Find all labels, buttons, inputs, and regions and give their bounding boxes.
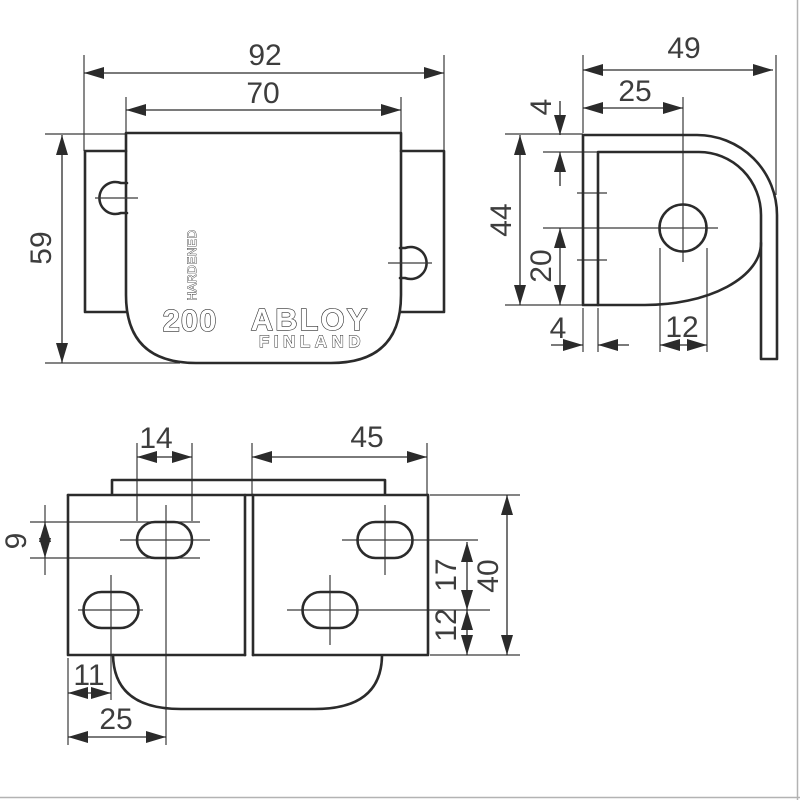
model-number: 200	[163, 303, 218, 338]
top-strip-edge	[110, 478, 387, 496]
hardened-stamp: HARDENED	[185, 229, 199, 300]
right-plate-edge	[251, 493, 430, 657]
slot-hole-lower-right	[301, 590, 359, 630]
dim-bottom-slot-height: 9	[0, 533, 33, 550]
dim-bottom-plate-depth: 40	[472, 559, 505, 592]
dim-side-bottom-thickness: 4	[550, 312, 567, 345]
side-view: 49 25 4 44 20 4 12	[485, 32, 779, 361]
body-bottom-outline	[111, 653, 384, 711]
back-plate-left	[83, 149, 128, 314]
dim-bottom-lower-row: 12	[430, 608, 463, 641]
dim-side-overall-depth: 49	[667, 32, 700, 65]
body-side-profile	[596, 241, 763, 307]
slot-hole-upper-right	[356, 520, 414, 560]
dim-side-hole-offset: 25	[618, 75, 651, 108]
brand-country: FINLAND	[259, 332, 365, 351]
dim-front-height: 59	[25, 231, 58, 264]
dim-bottom-slot-width: 14	[139, 422, 172, 455]
dim-side-top-thickness: 4	[525, 99, 558, 116]
front-view: 92 70 59 HARDENED 200 ABLOY FINLAND	[25, 39, 446, 365]
brand-name: ABLOY	[251, 302, 370, 337]
dim-side-hole-height: 20	[525, 249, 558, 282]
bracket-strap-outline	[581, 133, 779, 361]
bottom-view: 14 45 9 17 40 12 11 25	[0, 421, 520, 745]
back-plate-right	[399, 149, 446, 314]
dim-bottom-right-plate-width: 45	[350, 421, 383, 454]
left-plate-edge	[66, 493, 247, 657]
dim-bottom-upper-slot-offset: 25	[99, 703, 132, 736]
dim-bottom-row-spacing: 17	[430, 558, 463, 591]
dim-bottom-lower-slot-offset: 11	[73, 659, 104, 692]
dim-front-overall-width: 92	[248, 39, 281, 72]
dim-side-height: 44	[485, 203, 518, 236]
slot-hole-lower-left	[82, 590, 140, 630]
padlock-body-outline	[124, 131, 403, 365]
dim-front-body-width: 70	[246, 77, 279, 110]
shackle-hole	[658, 203, 708, 253]
dim-side-hole-diameter: 12	[665, 311, 698, 344]
slot-hole-upper-left	[135, 520, 194, 560]
